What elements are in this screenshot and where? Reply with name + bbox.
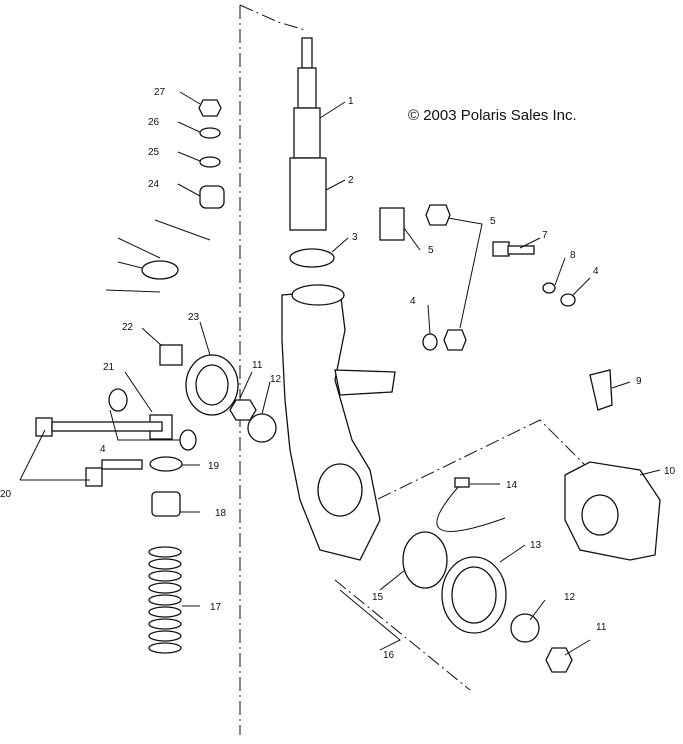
ring-12-right <box>510 613 540 643</box>
callout-27: 27 <box>154 87 166 98</box>
callout-4-mid: 4 <box>410 296 416 307</box>
callout-18: 18 <box>215 508 227 519</box>
washer-4-mid <box>422 333 438 351</box>
nut-5 <box>425 204 451 226</box>
callout-7: 7 <box>542 230 548 241</box>
callout-23: 23 <box>188 312 200 323</box>
copyright-notice: © 2003 Polaris Sales Inc. <box>408 107 577 124</box>
callout-15: 15 <box>372 592 384 603</box>
sensor-14 <box>454 477 470 488</box>
caliper-piston <box>581 494 619 536</box>
sensor-wire <box>436 484 506 532</box>
nut-27 <box>198 99 222 117</box>
callout-21: 21 <box>103 362 115 373</box>
washer-4-left <box>108 388 128 412</box>
washer-8 <box>542 282 556 294</box>
callout-5-upper: 5 <box>490 216 496 227</box>
knuckle-arm <box>334 369 396 396</box>
steering-knuckle <box>281 289 381 561</box>
seal-15 <box>402 531 448 589</box>
callout-4-left: 4 <box>100 444 106 455</box>
axis-line-top <box>239 4 306 31</box>
stud-22 <box>159 344 183 366</box>
callout-17: 17 <box>210 602 222 613</box>
bolt-7 <box>492 241 535 257</box>
strut-mount <box>141 260 179 280</box>
washer-3 <box>289 248 335 268</box>
callout-8: 8 <box>570 250 576 261</box>
callout-10: 10 <box>664 466 676 477</box>
callout-9: 9 <box>636 376 642 387</box>
callout-22: 22 <box>122 322 134 333</box>
callout-25: 25 <box>148 147 160 158</box>
callout-26: 26 <box>148 117 160 128</box>
leader-lines <box>19 91 661 656</box>
bracket-5 <box>379 207 405 241</box>
axis-line-right <box>334 579 471 691</box>
callout-20: 20 <box>0 489 12 500</box>
washer-4-right <box>560 293 576 307</box>
knuckle-top-bore <box>291 284 345 306</box>
washer-4-lower <box>179 429 197 451</box>
washer-19 <box>149 456 183 472</box>
nut-11-left <box>229 399 257 421</box>
callout-3: 3 <box>352 232 358 243</box>
callout-4-right: 4 <box>593 266 599 277</box>
axis-line-hub <box>334 419 601 521</box>
callout-14: 14 <box>506 480 518 491</box>
bolt-20-lower <box>85 459 143 487</box>
strut-outline <box>105 219 211 293</box>
bushing-18 <box>151 491 181 517</box>
callout-5-lower: 5 <box>428 245 434 256</box>
callout-16: 16 <box>383 650 395 661</box>
bearing-13-inner <box>451 566 497 624</box>
washer-25 <box>199 156 221 168</box>
spring-17 <box>148 546 182 654</box>
callout-2: 2 <box>348 175 354 186</box>
nut-4-mid <box>443 329 467 351</box>
knuckle-hub-bore <box>317 463 363 517</box>
callout-12-left: 12 <box>270 374 282 385</box>
callout-11-left: 11 <box>252 360 263 371</box>
washer-26 <box>199 127 221 139</box>
sleeve <box>289 157 327 231</box>
seal-23-inner <box>195 364 229 406</box>
callout-1: 1 <box>348 96 354 107</box>
brake-pad-9 <box>589 369 613 411</box>
callout-24: 24 <box>148 179 160 190</box>
callout-12-right: 12 <box>564 592 576 603</box>
ring-12-left <box>247 413 277 443</box>
nut-11-right <box>545 647 573 673</box>
bushing-24 <box>199 185 225 209</box>
spindle-shaft <box>293 37 321 159</box>
callout-19: 19 <box>208 461 220 472</box>
callout-13: 13 <box>530 540 542 551</box>
callout-11-right: 11 <box>596 622 607 633</box>
bolt-20-upper <box>35 417 163 437</box>
